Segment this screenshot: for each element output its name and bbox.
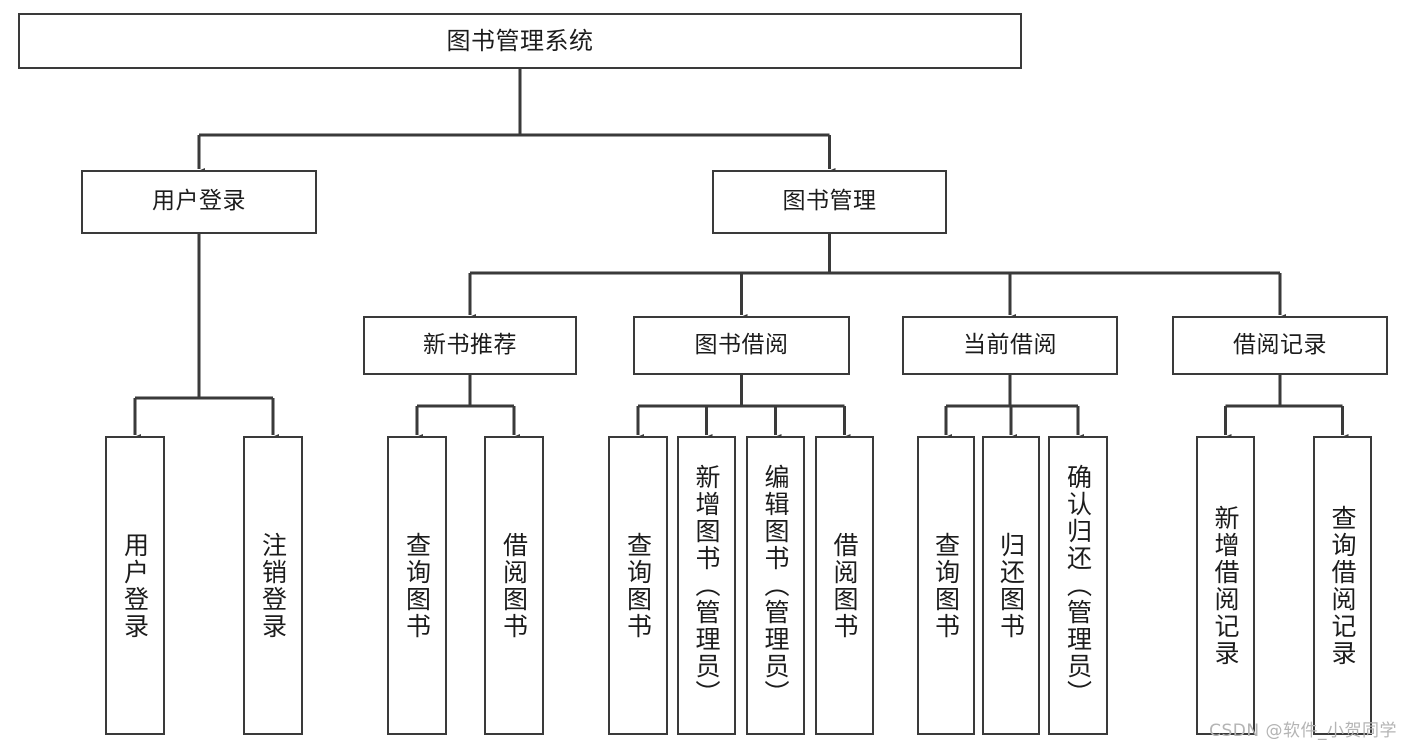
node-label: 新书推荐 [423,331,517,358]
node-records[interactable]: 借阅记录 [1172,316,1388,375]
node-l-login-2[interactable]: 注销登录 [243,436,303,735]
node-l-login-1[interactable]: 用户登录 [105,436,165,735]
node-l-new-1[interactable]: 查询图书 [387,436,447,735]
node-l-cur-1[interactable]: 查询图书 [917,436,975,735]
node-current[interactable]: 当前借阅 [902,316,1118,375]
node-label: 编辑图书（管理员） [761,464,790,707]
node-login[interactable]: 用户登录 [81,170,317,234]
node-label: 查询图书 [931,531,961,640]
node-l-cur-3[interactable]: 确认归还（管理员） [1048,436,1108,735]
node-label: 用户登录 [120,531,150,640]
node-l-bor-3[interactable]: 编辑图书（管理员） [746,436,805,735]
node-l-bor-4[interactable]: 借阅图书 [815,436,874,735]
node-bookmgr[interactable]: 图书管理 [712,170,947,234]
node-label: 确认归还（管理员） [1063,464,1093,707]
node-label: 新增借阅记录 [1211,504,1240,667]
node-label: 图书管理系统 [446,26,594,55]
edge-paths [129,69,1349,444]
node-label: 借阅记录 [1233,331,1327,358]
node-label: 新增图书（管理员） [692,464,721,707]
node-label: 查询图书 [402,531,432,640]
node-borrow[interactable]: 图书借阅 [633,316,850,375]
node-label: 借阅图书 [830,531,859,640]
node-label: 借阅图书 [499,531,529,640]
node-label: 图书管理 [782,188,877,215]
node-newbook[interactable]: 新书推荐 [363,316,577,375]
node-l-cur-2[interactable]: 归还图书 [982,436,1040,735]
watermark: CSDN @软件_小贺同学 [1209,721,1397,741]
node-l-bor-2[interactable]: 新增图书（管理员） [677,436,736,735]
node-l-bor-1[interactable]: 查询图书 [608,436,668,735]
node-label: 查询图书 [623,531,653,640]
node-label: 注销登录 [258,531,288,640]
node-label: 查询借阅记录 [1328,504,1357,667]
node-l-rec-1[interactable]: 新增借阅记录 [1196,436,1255,735]
node-label: 用户登录 [152,188,246,215]
node-label: 图书借阅 [694,331,789,358]
node-label: 当前借阅 [963,331,1057,358]
node-l-rec-2[interactable]: 查询借阅记录 [1313,436,1372,735]
node-l-new-2[interactable]: 借阅图书 [484,436,544,735]
node-label: 归还图书 [996,531,1026,640]
node-root[interactable]: 图书管理系统 [18,13,1022,69]
